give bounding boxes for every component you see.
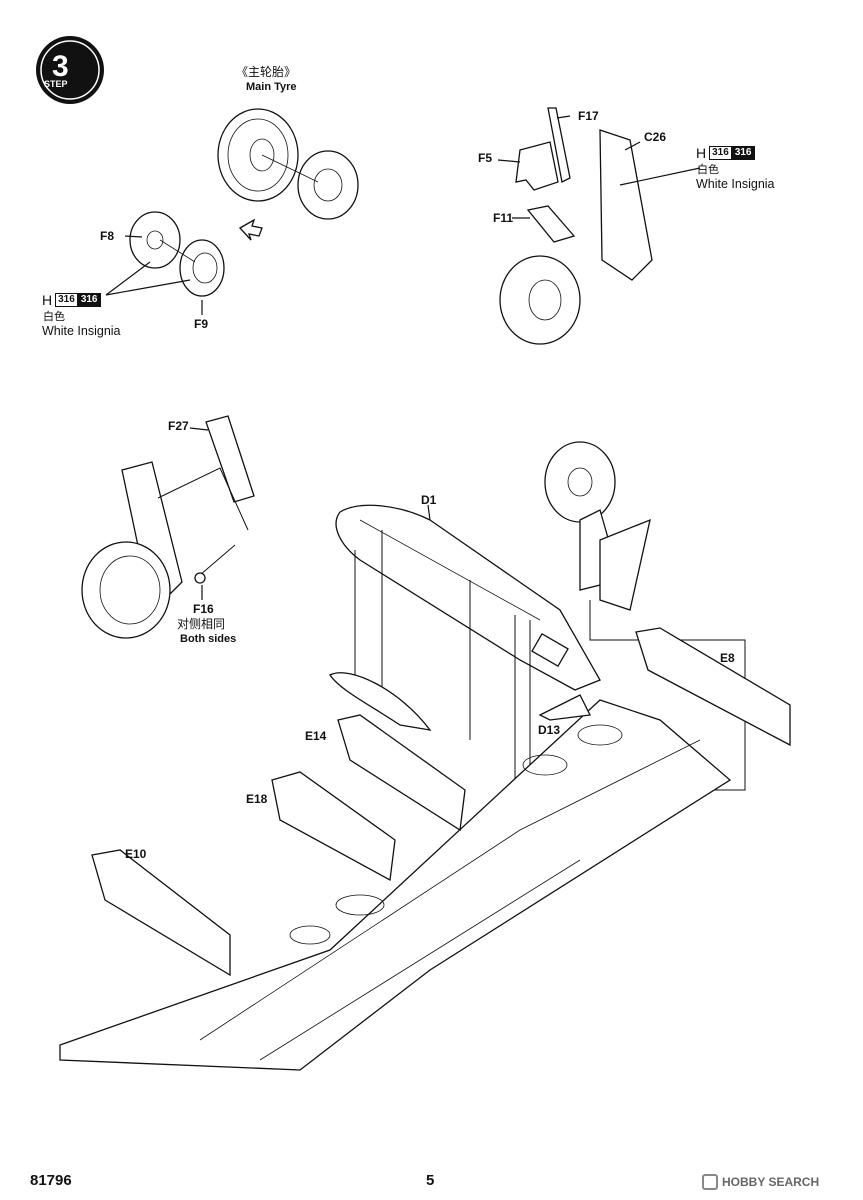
main-tyre-cn: 《主轮胎》	[236, 65, 297, 79]
bay-doors-drawing	[91, 627, 791, 977]
part-label-d13: D13	[538, 723, 561, 737]
step-badge	[36, 36, 104, 104]
main-tyre-en: Main Tyre	[246, 81, 297, 93]
step-word: STEP	[44, 79, 68, 89]
both-sides-cn: 对侧相同	[177, 617, 226, 631]
paint-cn-right: 白色	[697, 163, 719, 176]
part-label-f27: F27	[168, 419, 189, 433]
part-label-f5: F5	[478, 151, 493, 165]
paint-prefix: H	[696, 145, 707, 161]
part-label-e18: E18	[246, 792, 268, 806]
paint-code: 316	[709, 146, 732, 160]
part-label-e14: E14	[305, 729, 327, 743]
wing-drawing	[59, 699, 732, 1071]
part-label-d1: D1	[421, 493, 437, 507]
main-tyre-drawing	[217, 108, 359, 241]
paint-prefix: H	[42, 292, 53, 308]
right-gear-drawing	[497, 107, 701, 345]
paint-code-dark: 316	[731, 146, 755, 160]
part-label-e10: E10	[125, 847, 147, 861]
paint-cn-left: 白色	[43, 310, 65, 323]
part-label-f9: F9	[194, 317, 209, 331]
model-number: 81796	[30, 1172, 72, 1189]
paint-en-right: White Insignia	[696, 177, 775, 191]
part-label-f8: F8	[100, 229, 115, 243]
part-label-f17: F17	[578, 109, 599, 123]
page-number: 5	[426, 1172, 435, 1189]
part-label-c26: C26	[644, 130, 667, 144]
watermark: HOBBY SEARCH	[702, 1174, 819, 1190]
watermark-logo-icon	[702, 1174, 718, 1190]
both-sides-en: Both sides	[180, 633, 237, 645]
paint-code-dark: 316	[77, 293, 101, 307]
nose-gear-drawing	[544, 441, 746, 791]
left-gear-drawing	[81, 415, 255, 639]
step-number: 3	[52, 50, 69, 83]
part-label-f11: F11	[493, 211, 514, 225]
watermark-text: HOBBY SEARCH	[722, 1175, 820, 1189]
part-label-f16: F16	[193, 602, 214, 616]
part-label-e8: E8	[720, 651, 735, 665]
paint-code: 316	[55, 293, 78, 307]
wheel-hubs-drawing	[105, 211, 225, 315]
paint-en-left: White Insignia	[42, 324, 121, 338]
